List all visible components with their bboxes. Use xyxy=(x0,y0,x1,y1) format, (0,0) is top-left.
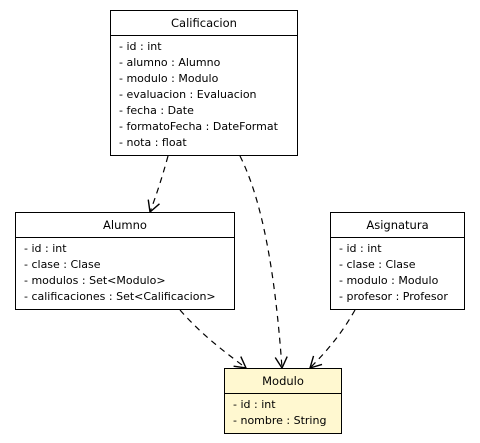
class-alumno[interactable]: Alumno - id : int - clase : Clase - modu… xyxy=(15,212,235,310)
class-asignatura-name: Asignatura xyxy=(331,213,464,238)
dependency-calificacion-modulo xyxy=(239,155,288,370)
attribute: - alumno : Alumno xyxy=(119,56,221,69)
attribute: - calificaciones : Set<Calificacion> xyxy=(24,290,216,303)
class-calificacion-attributes: - id : int - alumno : Alumno - modulo : … xyxy=(111,36,297,151)
class-alumno-name: Alumno xyxy=(16,213,234,238)
attribute: - id : int xyxy=(233,398,276,411)
attribute: - modulo : Modulo xyxy=(339,274,439,287)
attribute: - formatoFecha : DateFormat xyxy=(119,120,278,133)
attribute: - evaluacion : Evaluacion xyxy=(119,88,257,101)
attribute: - nota : float xyxy=(119,136,187,149)
dependency-calificacion-alumno xyxy=(147,155,169,214)
attribute: - clase : Clase xyxy=(24,258,101,271)
dependency-asignatura-modulo xyxy=(308,309,356,370)
attribute: - fecha : Date xyxy=(119,104,194,117)
class-asignatura-attributes: - id : int - clase : Clase - modulo : Mo… xyxy=(331,238,464,305)
attribute: - profesor : Profesor xyxy=(339,290,448,303)
attribute: - nombre : String xyxy=(233,414,327,427)
dependency-alumno-modulo xyxy=(179,309,248,369)
attribute: - modulo : Modulo xyxy=(119,72,219,85)
class-calificacion[interactable]: Calificacion - id : int - alumno : Alumn… xyxy=(110,10,298,156)
attribute: - clase : Clase xyxy=(339,258,416,271)
attribute: - id : int xyxy=(24,242,67,255)
class-modulo-name: Modulo xyxy=(225,369,341,394)
attribute: - id : int xyxy=(339,242,382,255)
class-asignatura[interactable]: Asignatura - id : int - clase : Clase - … xyxy=(330,212,465,310)
attribute: - modulos : Set<Modulo> xyxy=(24,274,166,287)
attribute: - id : int xyxy=(119,40,162,53)
class-modulo[interactable]: Modulo - id : int - nombre : String xyxy=(224,368,342,434)
class-alumno-attributes: - id : int - clase : Clase - modulos : S… xyxy=(16,238,234,305)
class-calificacion-name: Calificacion xyxy=(111,11,297,36)
class-modulo-attributes: - id : int - nombre : String xyxy=(225,394,341,429)
